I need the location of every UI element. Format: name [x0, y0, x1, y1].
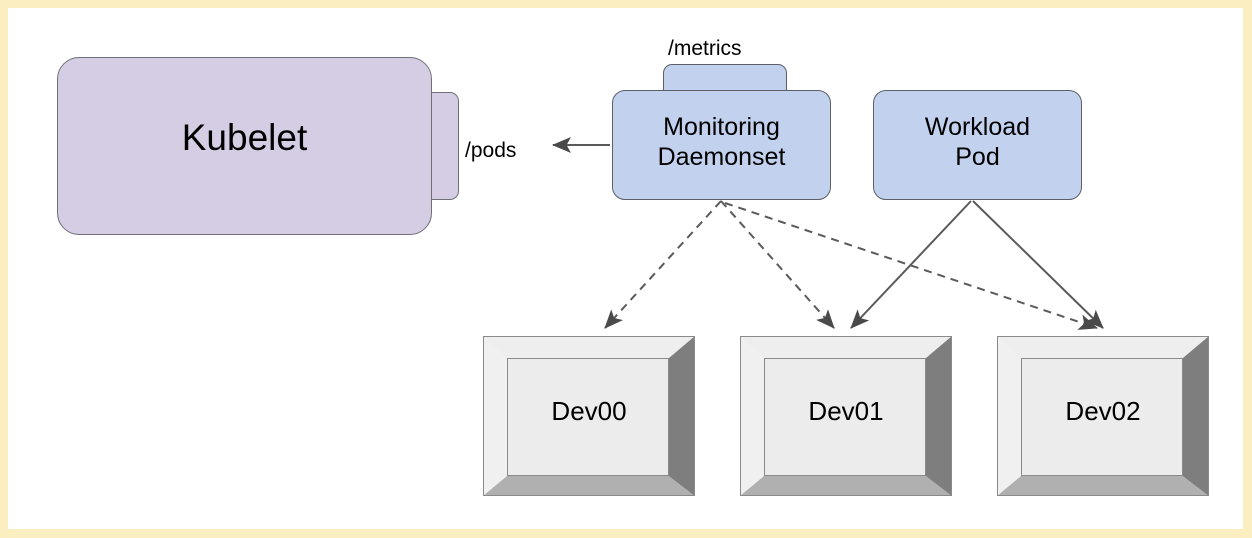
node-workload-pod[interactable]: Workload Pod: [873, 90, 1082, 200]
node-device-dev00[interactable]: Dev00: [483, 336, 695, 496]
node-device-dev01[interactable]: Dev01: [740, 336, 952, 496]
device-bezel: [997, 336, 1209, 496]
edge-workload-to-dev01: [850, 200, 972, 329]
monitoring-daemonset-label: Monitoring Daemonset: [657, 113, 786, 171]
edge-monitoring-to-dev01: [720, 200, 835, 329]
metrics-endpoint-label: /metrics: [668, 37, 742, 60]
node-kubelet[interactable]: Kubelet: [57, 57, 432, 235]
edge-workload-to-dev02: [972, 200, 1104, 329]
edge-monitoring-to-dev00: [604, 200, 722, 329]
edge-monitoring-to-dev02: [724, 202, 1098, 330]
device-bezel: [483, 336, 695, 496]
pods-endpoint-label: /pods: [465, 139, 517, 162]
diagram-canvas: Kubelet /pods /metrics Monitoring Daemon…: [8, 8, 1243, 529]
node-device-dev02[interactable]: Dev02: [997, 336, 1209, 496]
node-monitoring-daemonset[interactable]: Monitoring Daemonset: [612, 90, 831, 200]
device-bezel: [740, 336, 952, 496]
kubelet-label: Kubelet: [181, 117, 308, 158]
workload-pod-label: Workload Pod: [924, 113, 1031, 171]
